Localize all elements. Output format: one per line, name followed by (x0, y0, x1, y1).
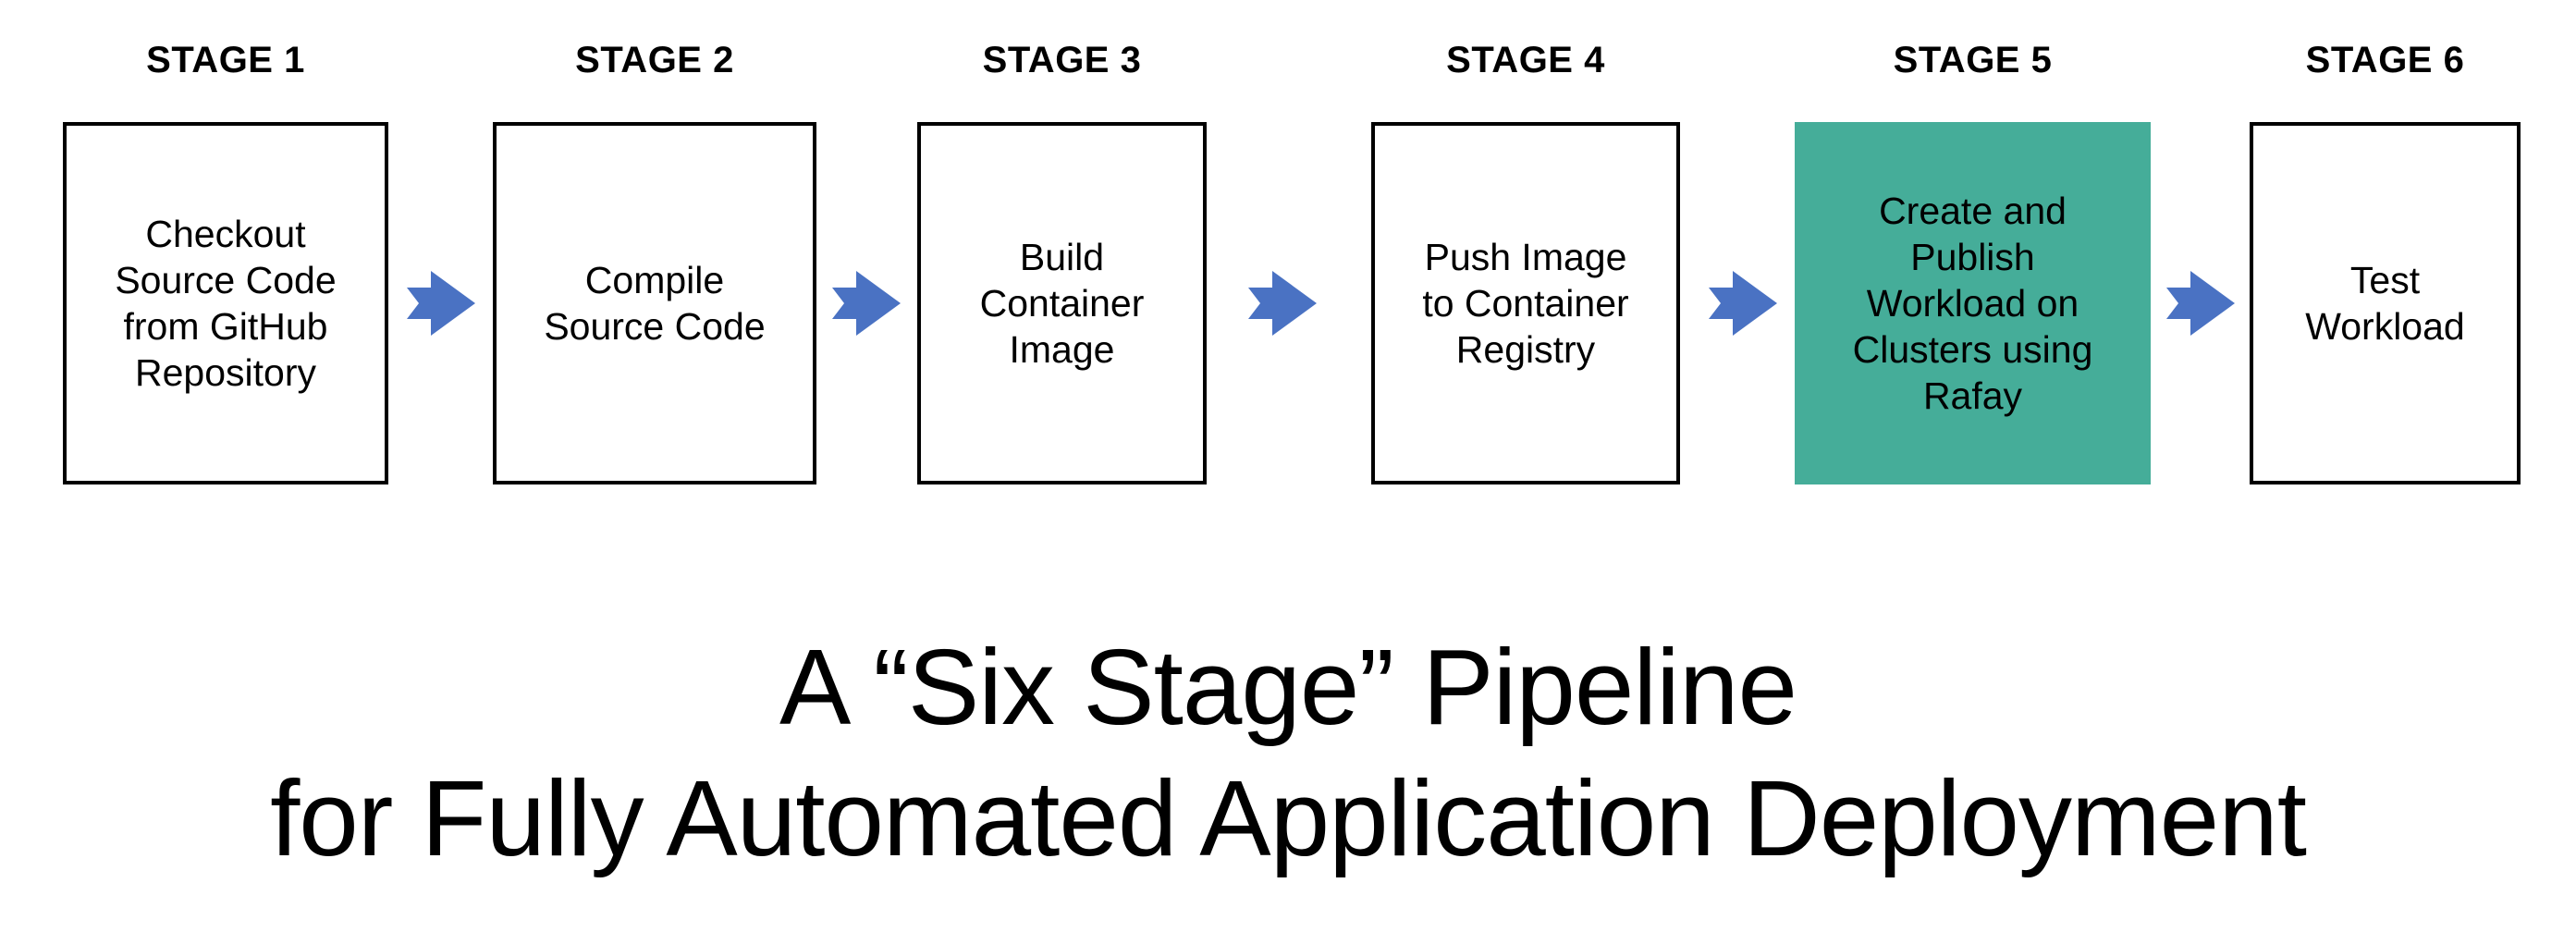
arrow-5-to-6 (2166, 271, 2235, 336)
stage-1-box[interactable]: Checkout Source Code from GitHub Reposit… (63, 122, 388, 484)
stage-5[interactable]: STAGE 5 Create and Publish Workload on C… (1795, 37, 2151, 484)
arrow-1-to-2 (407, 271, 475, 336)
stage-5-box[interactable]: Create and Publish Workload on Clusters … (1795, 122, 2151, 484)
diagram-caption: A “Six Stage” Pipeline for Fully Automat… (270, 627, 2307, 878)
right-arrow-icon (1248, 271, 1317, 336)
stage-6[interactable]: STAGE 6 Test Workload (2250, 37, 2521, 484)
stage-1-label: STAGE 1 (146, 40, 305, 80)
stage-3-box[interactable]: Build Container Image (917, 122, 1207, 484)
right-arrow-icon (407, 271, 475, 336)
right-arrow-icon (2166, 271, 2235, 336)
stage-4-box[interactable]: Push Image to Container Registry (1371, 122, 1680, 484)
arrow-3-to-4 (1248, 271, 1317, 336)
stage-3-label: STAGE 3 (982, 40, 1142, 80)
right-arrow-icon (832, 271, 901, 336)
stage-2-text: Compile Source Code (544, 259, 766, 348)
pipeline-row: STAGE 1 Checkout Source Code from GitHub… (63, 37, 2521, 484)
arrow-4-to-5 (1709, 271, 1777, 336)
stage-1-text: Checkout Source Code from GitHub Reposit… (115, 213, 337, 394)
stage-2-label: STAGE 2 (575, 40, 734, 80)
stage-2-box[interactable]: Compile Source Code (493, 122, 816, 484)
stage-1[interactable]: STAGE 1 Checkout Source Code from GitHub… (63, 37, 388, 484)
arrow-2-to-3 (832, 271, 901, 336)
stage-3[interactable]: STAGE 3 Build Container Image (917, 37, 1207, 484)
stage-6-text: Test Workload (2305, 259, 2465, 348)
stage-5-text: Create and Publish Workload on Clusters … (1852, 190, 2093, 417)
stage-3-text: Build Container Image (979, 236, 1145, 371)
stage-4-label: STAGE 4 (1446, 40, 1605, 80)
stage-5-label: STAGE 5 (1893, 40, 2053, 80)
right-arrow-icon (1709, 271, 1777, 336)
stage-2[interactable]: STAGE 2 Compile Source Code (493, 37, 816, 484)
stage-4-text: Push Image to Container Registry (1422, 236, 1629, 371)
stage-6-box[interactable]: Test Workload (2250, 122, 2521, 484)
stage-4[interactable]: STAGE 4 Push Image to Container Registry (1371, 37, 1680, 484)
stage-6-label: STAGE 6 (2305, 40, 2465, 80)
